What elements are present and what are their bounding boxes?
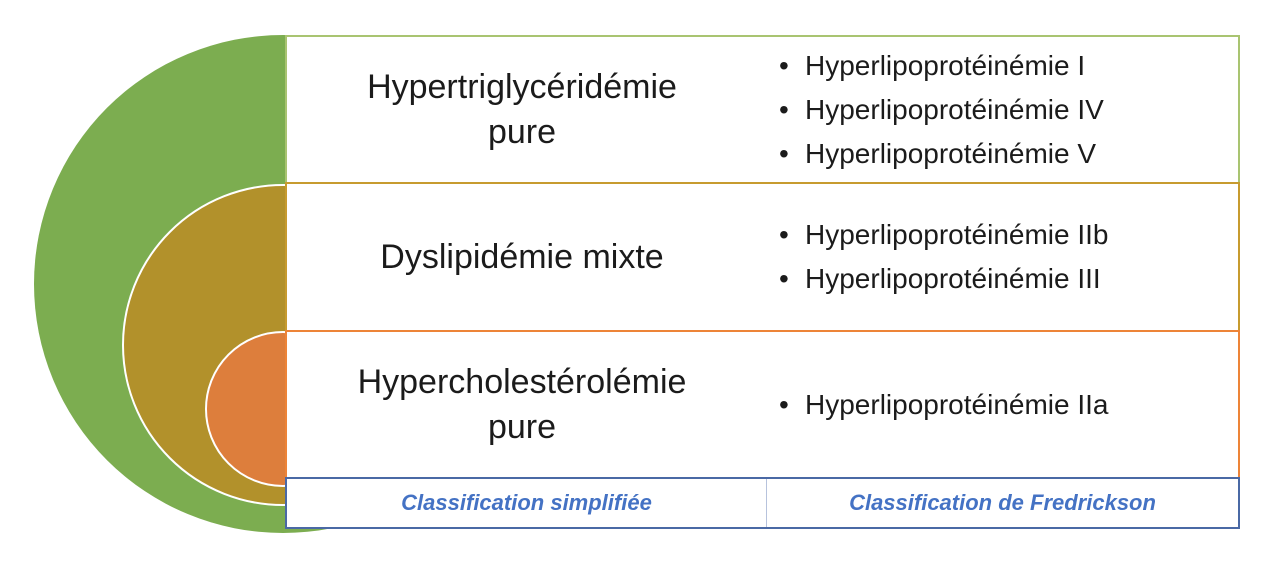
row-hypertriglyceridemie-pure: Hypertriglycéridémie pure Hyperlipoproté… — [285, 35, 1240, 184]
row-title: Dyslipidémie mixte — [380, 237, 664, 276]
legend-left-cell: Classification simplifiée — [287, 479, 767, 527]
fredrickson-bullets-cell: Hyperlipoprotéinémie I Hyperlipoprotéiné… — [757, 37, 1238, 182]
legend-band: Classification simplifiée Classification… — [285, 477, 1240, 529]
bullet-list: Hyperlipoprotéinémie I Hyperlipoprotéiné… — [779, 44, 1238, 176]
fredrickson-bullets-cell: Hyperlipoprotéinémie IIb Hyperlipoprotéi… — [757, 184, 1238, 330]
row-title-cell: Hypercholestérolémie pure — [287, 332, 757, 477]
bullet-item: Hyperlipoprotéinémie IIa — [779, 383, 1238, 427]
bullet-list: Hyperlipoprotéinémie IIa — [779, 383, 1238, 427]
bullet-item: Hyperlipoprotéinémie V — [779, 132, 1238, 176]
legend-simplified-label: Classification simplifiée — [401, 490, 652, 515]
bullet-item: Hyperlipoprotéinémie IIb — [779, 213, 1238, 257]
row-title: Hypercholestérolémie pure — [357, 362, 687, 446]
row-title-cell: Hypertriglycéridémie pure — [287, 37, 757, 182]
row-title: Hypertriglycéridémie pure — [367, 67, 677, 151]
legend-right-cell: Classification de Fredrickson — [767, 479, 1238, 527]
bullet-list: Hyperlipoprotéinémie IIb Hyperlipoprotéi… — [779, 213, 1238, 301]
legend-fredrickson-label: Classification de Fredrickson — [849, 490, 1156, 515]
bullet-item: Hyperlipoprotéinémie III — [779, 257, 1238, 301]
fredrickson-bullets-cell: Hyperlipoprotéinémie IIa — [757, 332, 1238, 477]
bullet-item: Hyperlipoprotéinémie IV — [779, 88, 1238, 132]
rows-panel: Hypertriglycéridémie pure Hyperlipoproté… — [285, 35, 1240, 529]
row-title-cell: Dyslipidémie mixte — [287, 184, 757, 330]
row-dyslipidemie-mixte: Dyslipidémie mixte Hyperlipoprotéinémie … — [285, 182, 1240, 332]
bullet-item: Hyperlipoprotéinémie I — [779, 44, 1238, 88]
row-hypercholesterolemie-pure: Hypercholestérolémie pure Hyperlipoproté… — [285, 330, 1240, 479]
